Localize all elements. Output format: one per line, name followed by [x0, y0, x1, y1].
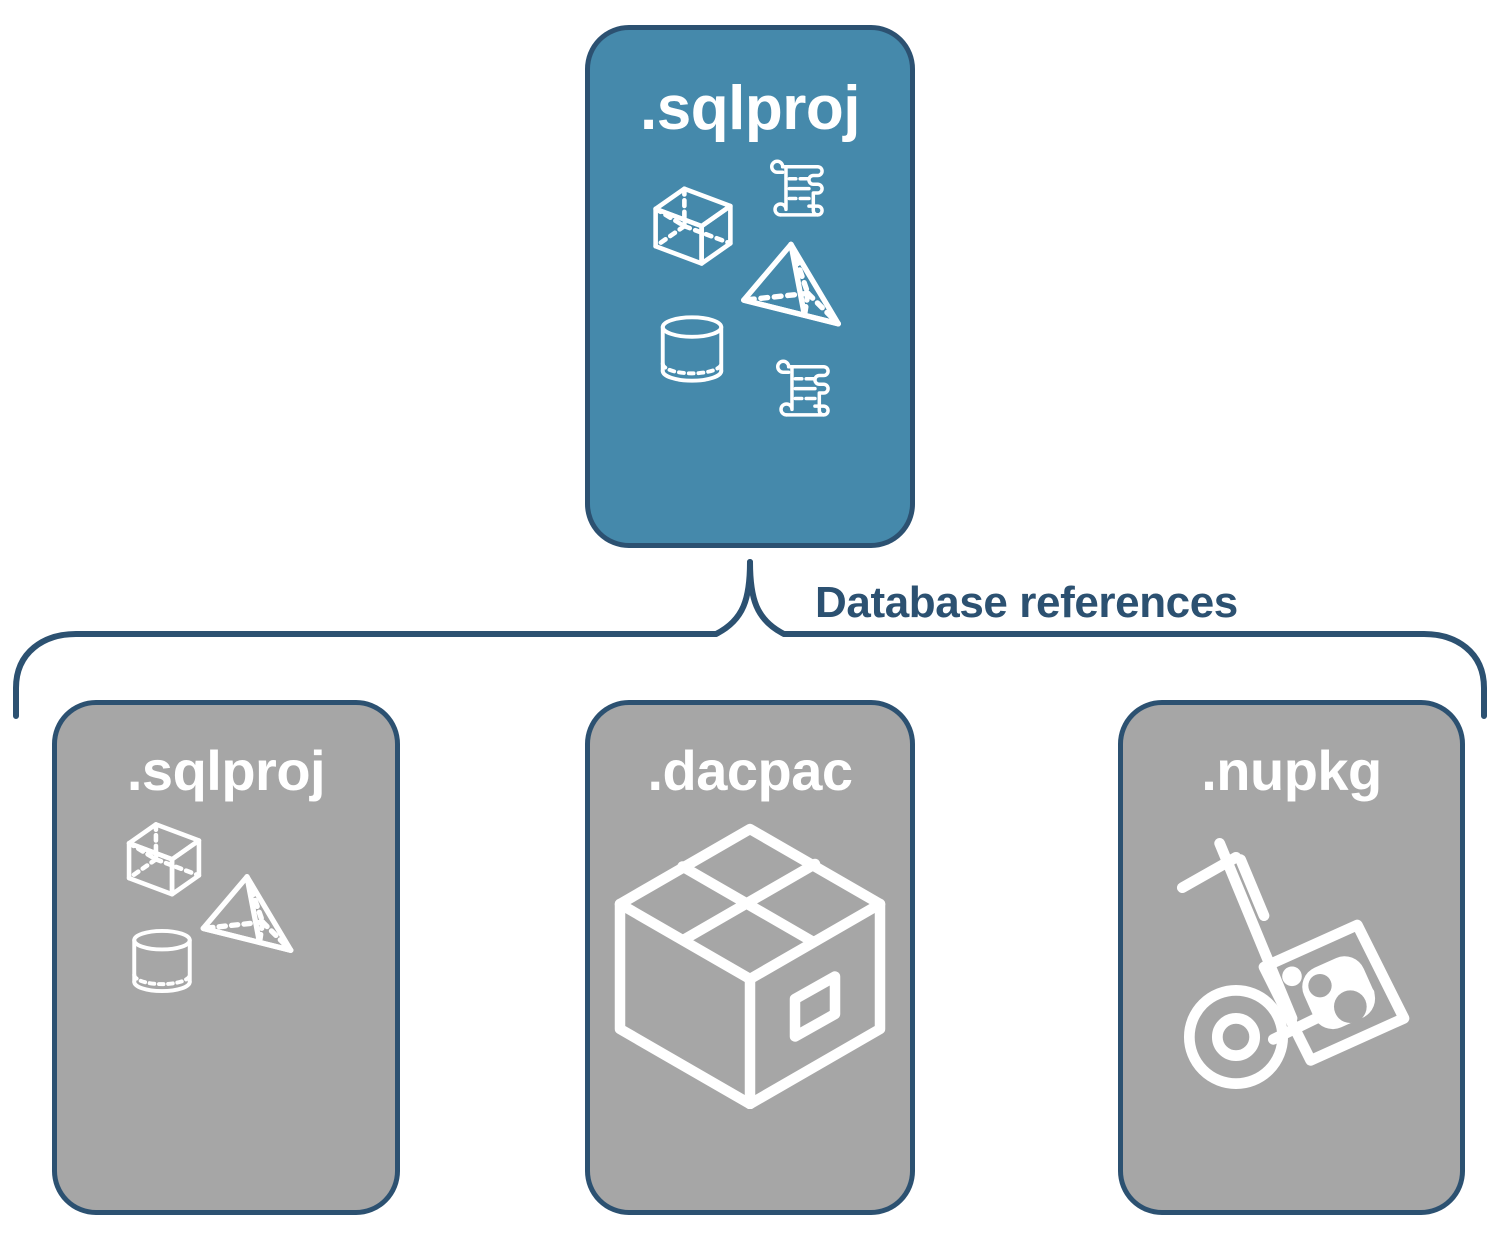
- scroll-icon: [770, 159, 824, 217]
- scroll-icon: [776, 359, 830, 417]
- bracket-label: Database references: [815, 578, 1238, 627]
- root-node-icon-group: [645, 158, 855, 428]
- reference-node-dacpac[interactable]: .dacpac: [585, 700, 915, 1215]
- cylinder-wireframe-icon: [660, 315, 724, 383]
- reference-node-label: .nupkg: [1201, 739, 1382, 802]
- reference-node-icon-group: [600, 809, 900, 1109]
- hand-truck-package-icon: [1176, 837, 1409, 1090]
- root-node-sqlproj[interactable]: .sqlproj: [585, 25, 915, 548]
- cylinder-wireframe-icon: [132, 928, 192, 994]
- package-box-icon: [614, 823, 886, 1109]
- reference-node-icon-group: [1152, 813, 1432, 1093]
- cube-wireframe-icon: [653, 186, 733, 266]
- reference-node-label: .sqlproj: [126, 739, 326, 802]
- reference-node-sqlproj[interactable]: .sqlproj: [52, 700, 400, 1215]
- reference-node-icon-group: [121, 819, 331, 1049]
- cube-wireframe-icon: [126, 822, 202, 897]
- reference-node-nupkg[interactable]: .nupkg: [1118, 700, 1465, 1215]
- pyramid-wireframe-icon: [741, 241, 841, 327]
- root-node-label: .sqlproj: [640, 74, 860, 143]
- pyramid-wireframe-icon: [200, 874, 294, 953]
- reference-node-label: .dacpac: [647, 739, 853, 802]
